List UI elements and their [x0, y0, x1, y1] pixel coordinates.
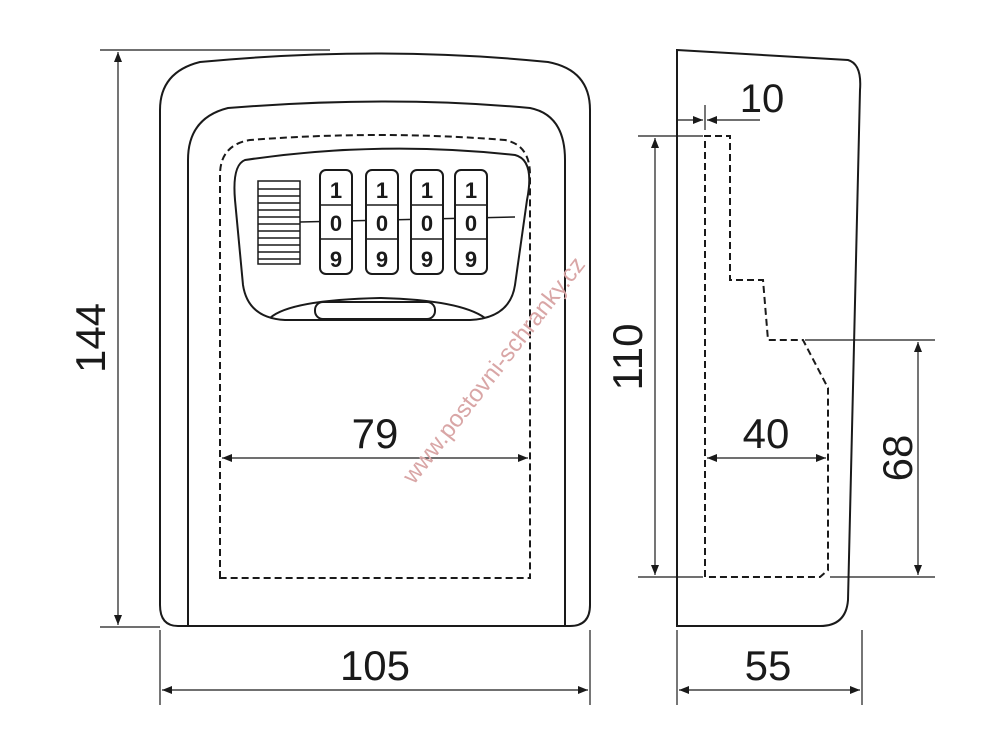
dial-digit-middle: 0	[376, 211, 388, 236]
grip-ridges	[257, 180, 301, 265]
dial-digit-middle: 0	[330, 211, 342, 236]
dial-digit-top: 1	[330, 178, 342, 203]
grip-ridge-lines	[258, 188, 300, 260]
dial-wheel: 1 0 9	[410, 169, 444, 275]
dial-digit-bottom: 9	[465, 247, 477, 272]
dim-110-label: 110	[604, 324, 651, 391]
dial-digit-middle: 0	[421, 211, 433, 236]
dim-144-label: 144	[67, 303, 114, 373]
dim-68-label: 68	[874, 435, 921, 482]
release-button	[269, 296, 486, 319]
inner-compartment-outline	[219, 134, 531, 579]
lockbox-outer-body	[159, 52, 591, 627]
dim-55-label: 55	[745, 642, 792, 689]
dim-79-label: 79	[352, 410, 399, 457]
dial-wheel: 1 0 9	[454, 169, 488, 275]
watermark-text: www.postovni-schranky.cz	[397, 252, 591, 490]
dial-digit-top: 1	[376, 178, 388, 203]
dimension-lines-side	[638, 105, 935, 705]
dim-40-label: 40	[743, 410, 790, 457]
dial-digit-top: 1	[465, 178, 477, 203]
dial-wheel: 1 0 9	[319, 169, 353, 275]
dial-digit-middle: 0	[465, 211, 477, 236]
dial-digit-top: 1	[421, 178, 433, 203]
dial-digit-bottom: 9	[376, 247, 388, 272]
side-body-outline	[676, 48, 862, 627]
dial-wheel: 1 0 9	[365, 169, 399, 275]
dim-10-label: 10	[740, 77, 785, 121]
front-view	[159, 52, 591, 627]
dial-window	[233, 147, 531, 321]
dimension-lines-front	[100, 49, 591, 705]
dim-105-label: 105	[340, 642, 410, 689]
side-view	[676, 48, 862, 627]
lockbox-front-panel	[187, 100, 566, 626]
release-button-handle	[314, 301, 436, 320]
side-inner-compartment	[704, 135, 829, 578]
dial-digit-bottom: 9	[421, 247, 433, 272]
dial-digit-bottom: 9	[330, 247, 342, 272]
